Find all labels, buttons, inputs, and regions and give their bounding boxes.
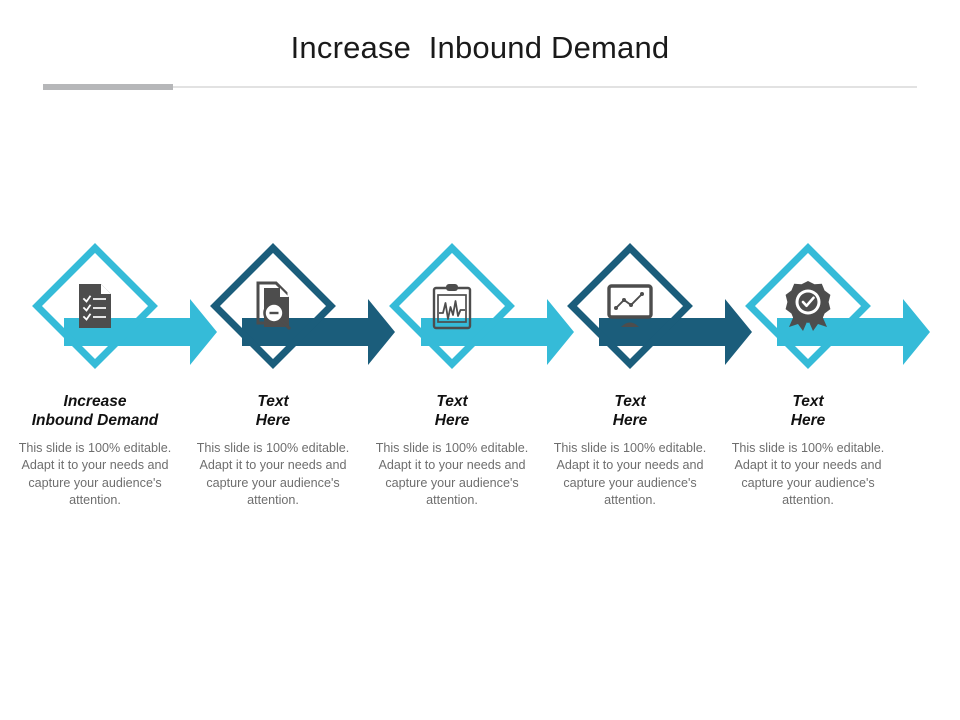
step-body-3: This slide is 100% editable. Adapt it to… bbox=[375, 441, 529, 508]
step-text-column-3: Text Here This slide is 100% editable. A… bbox=[364, 392, 540, 510]
step-text-columns: Increase Inbound Demand This slide is 10… bbox=[0, 392, 960, 552]
step-text-column-1: Increase Inbound Demand This slide is 10… bbox=[7, 392, 183, 510]
step-body-4: This slide is 100% editable. Adapt it to… bbox=[553, 441, 707, 508]
process-step-1[interactable] bbox=[32, 243, 217, 369]
step-arrow-4 bbox=[599, 299, 752, 365]
step-arrow-3 bbox=[421, 299, 574, 365]
page-title: Increase Inbound Demand bbox=[290, 30, 670, 65]
step-diamond-1 bbox=[32, 243, 158, 369]
step-text-column-2: Text Here This slide is 100% editable. A… bbox=[185, 392, 361, 510]
divider-accent-bar bbox=[43, 84, 173, 90]
step-text-column-5: Text Here This slide is 100% editable. A… bbox=[720, 392, 896, 510]
step-arrow-2 bbox=[242, 299, 395, 365]
step-body-1: This slide is 100% editable. Adapt it to… bbox=[18, 441, 172, 508]
step-diamond-2 bbox=[210, 243, 336, 369]
step-heading-1: Increase Inbound Demand bbox=[31, 393, 159, 429]
step-arrow-1 bbox=[64, 299, 217, 365]
step-heading-2: Text Here bbox=[255, 393, 291, 429]
title-divider bbox=[43, 84, 917, 90]
step-diamond-4 bbox=[567, 243, 693, 369]
document-checklist-icon bbox=[78, 283, 112, 329]
step-diamond-5 bbox=[745, 243, 871, 369]
step-heading-5: Text Here bbox=[790, 393, 826, 429]
process-chevron-band bbox=[0, 243, 960, 373]
step-diamond-3 bbox=[389, 243, 515, 369]
process-step-5[interactable] bbox=[745, 243, 930, 369]
step-heading-4: Text Here bbox=[612, 393, 648, 429]
step-heading-3: Text Here bbox=[434, 393, 470, 429]
step-arrow-5 bbox=[777, 299, 930, 365]
step-body-2: This slide is 100% editable. Adapt it to… bbox=[196, 441, 350, 508]
clipboard-pulse-icon bbox=[432, 282, 472, 330]
process-step-3[interactable] bbox=[389, 243, 574, 369]
step-body-5: This slide is 100% editable. Adapt it to… bbox=[731, 441, 885, 508]
process-step-4[interactable] bbox=[567, 243, 752, 369]
divider-thin-line bbox=[43, 86, 917, 88]
process-step-2[interactable] bbox=[210, 243, 395, 369]
step-text-column-4: Text Here This slide is 100% editable. A… bbox=[542, 392, 718, 510]
